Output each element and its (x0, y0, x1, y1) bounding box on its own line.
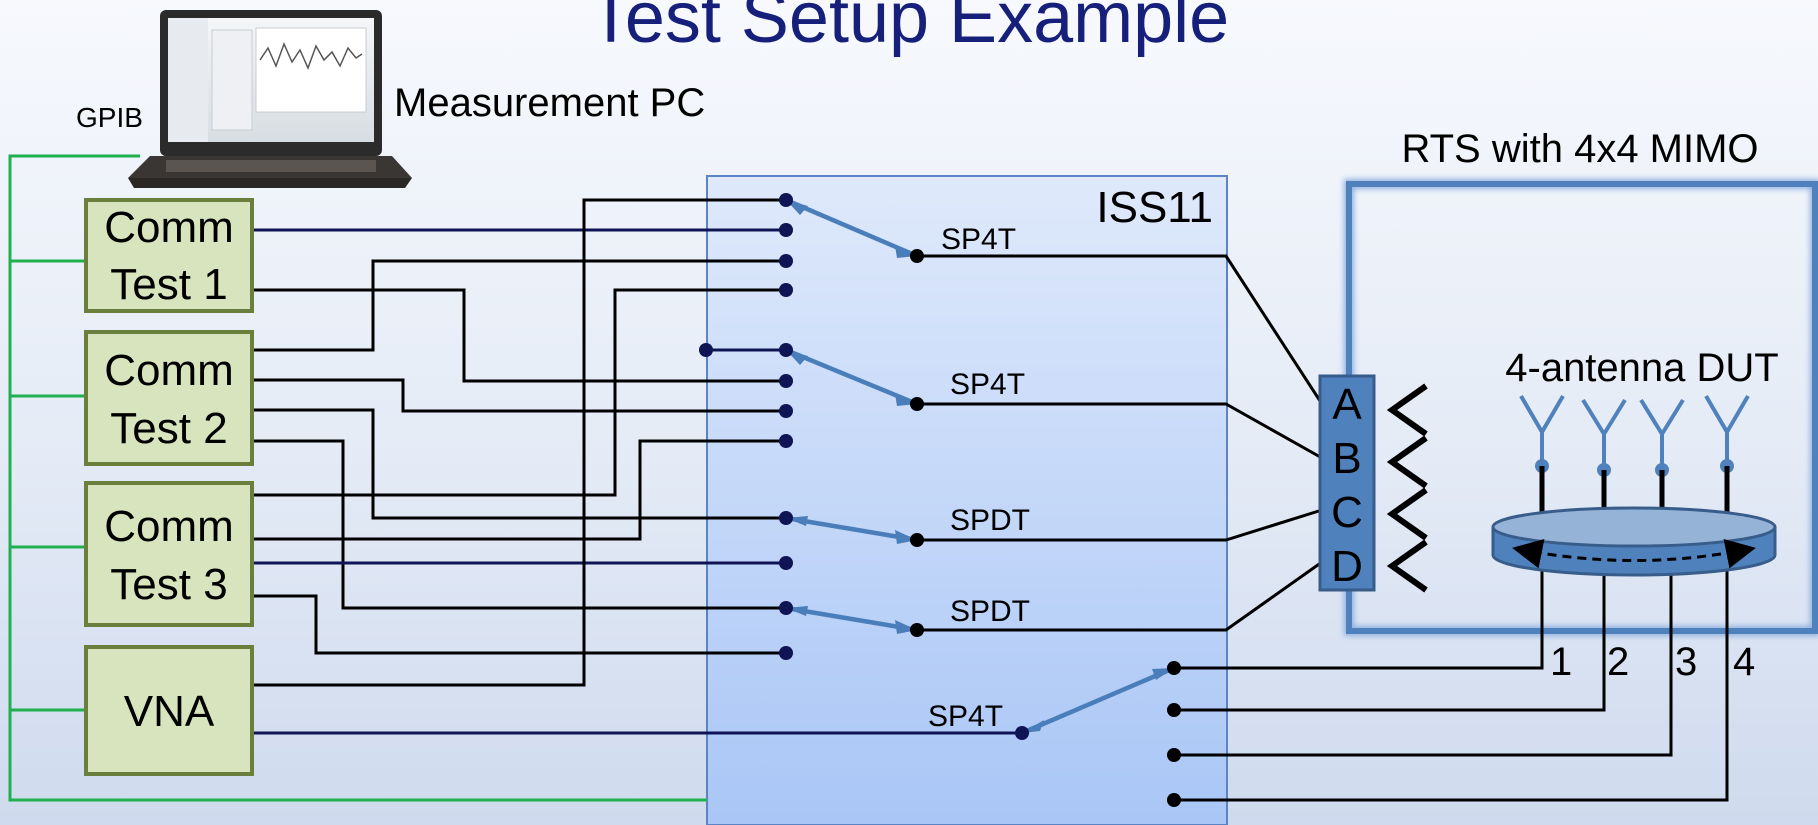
switch-label-2: SP4T (950, 368, 1025, 401)
gpib-bus (8, 154, 707, 802)
dut-antennas (1519, 394, 1750, 522)
rts-port-c: C (1331, 488, 1363, 537)
instrument-comm-test-1: Comm Test 1 (84, 198, 254, 313)
instrument-2-line1: Comm (104, 346, 234, 395)
dut-port-1: 1 (1550, 640, 1572, 684)
switch-label-1: SP4T (941, 223, 1016, 256)
rf-wiring (252, 198, 1022, 735)
antenna-icon (1639, 398, 1685, 522)
antenna-icon (1519, 394, 1565, 522)
iss11-switch-unit (706, 175, 1228, 825)
dut-label: 4-antenna DUT (1505, 346, 1778, 390)
page-title: Test Setup Example (589, 0, 1229, 58)
instrument-4-line1: VNA (124, 687, 215, 736)
switch-label-5: SP4T (928, 700, 1003, 733)
rts-port-b: B (1332, 434, 1361, 483)
switch-label-3: SPDT (950, 504, 1030, 537)
instrument-3-line2: Test 3 (110, 560, 227, 609)
instrument-comm-test-3: Comm Test 3 (84, 481, 254, 627)
rts-port-block: A B C D (1318, 374, 1376, 592)
antenna-icon (1581, 398, 1627, 522)
dut-port-3: 3 (1675, 640, 1697, 684)
rts-port-d: D (1331, 542, 1363, 591)
switch-ports (699, 193, 1181, 807)
instrument-comm-test-2: Comm Test 2 (84, 330, 254, 466)
instrument-2-line2: Test 2 (110, 404, 227, 453)
switch-unit-name: ISS11 (1096, 183, 1213, 232)
switch-to-rts-wiring (917, 254, 1324, 632)
rts-title: RTS with 4x4 MIMO (1401, 127, 1758, 171)
instrument-1-line2: Test 1 (110, 260, 227, 309)
dut-to-switch-wiring (1174, 570, 1729, 802)
switch-label-4: SPDT (950, 595, 1030, 628)
rts-port-a: A (1332, 380, 1362, 429)
switch-arms (785, 197, 1175, 736)
gpib-label: GPIB (76, 102, 143, 133)
measurement-pc-label: Measurement PC (394, 81, 705, 125)
turntable (1491, 506, 1777, 577)
laptop-icon (128, 10, 412, 188)
chamber-antenna-icons (1386, 383, 1428, 593)
instrument-1-line1: Comm (104, 203, 234, 252)
instrument-3-line1: Comm (104, 502, 234, 551)
dut-port-4: 4 (1733, 640, 1755, 684)
dut-port-2: 2 (1607, 640, 1629, 684)
antenna-icon (1704, 394, 1750, 522)
instrument-vna: VNA (84, 645, 254, 776)
